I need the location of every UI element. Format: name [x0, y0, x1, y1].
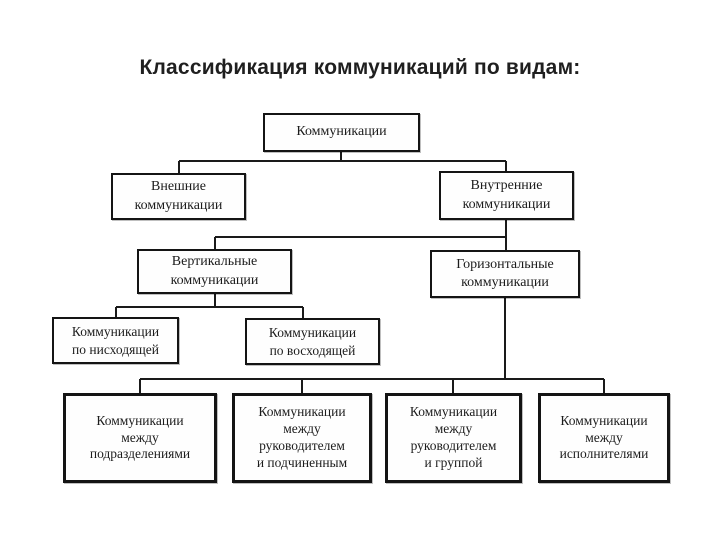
connector-internal-to-level3 — [214, 220, 507, 251]
node-upward-communications: Коммуникации по восходящей — [245, 318, 380, 365]
node-between-departments: Коммуникации между подразделениями — [63, 393, 217, 483]
node-horizontal-communications: Горизонтальные коммуникации — [430, 250, 580, 298]
node-communications: Коммуникации — [263, 113, 420, 152]
connector-vertical-to-level4 — [115, 294, 304, 320]
connector-horizontal-to-level5 — [139, 298, 605, 394]
node-internal-communications: Внутренние коммуникации — [439, 171, 574, 220]
node-between-executors: Коммуникации между исполнителями — [538, 393, 670, 483]
node-downward-communications: Коммуникации по нисходящей — [52, 317, 179, 364]
node-external-communications: Внешние коммуникации — [111, 173, 246, 220]
node-manager-group: Коммуникации между руководителем и групп… — [385, 393, 522, 483]
page-title: Классификация коммуникаций по видам: — [139, 56, 581, 79]
connector-level1-to-level2 — [178, 152, 507, 174]
node-vertical-communications: Вертикальные коммуникации — [137, 249, 292, 294]
node-manager-subordinate: Коммуникации между руководителем и подчи… — [232, 393, 372, 483]
